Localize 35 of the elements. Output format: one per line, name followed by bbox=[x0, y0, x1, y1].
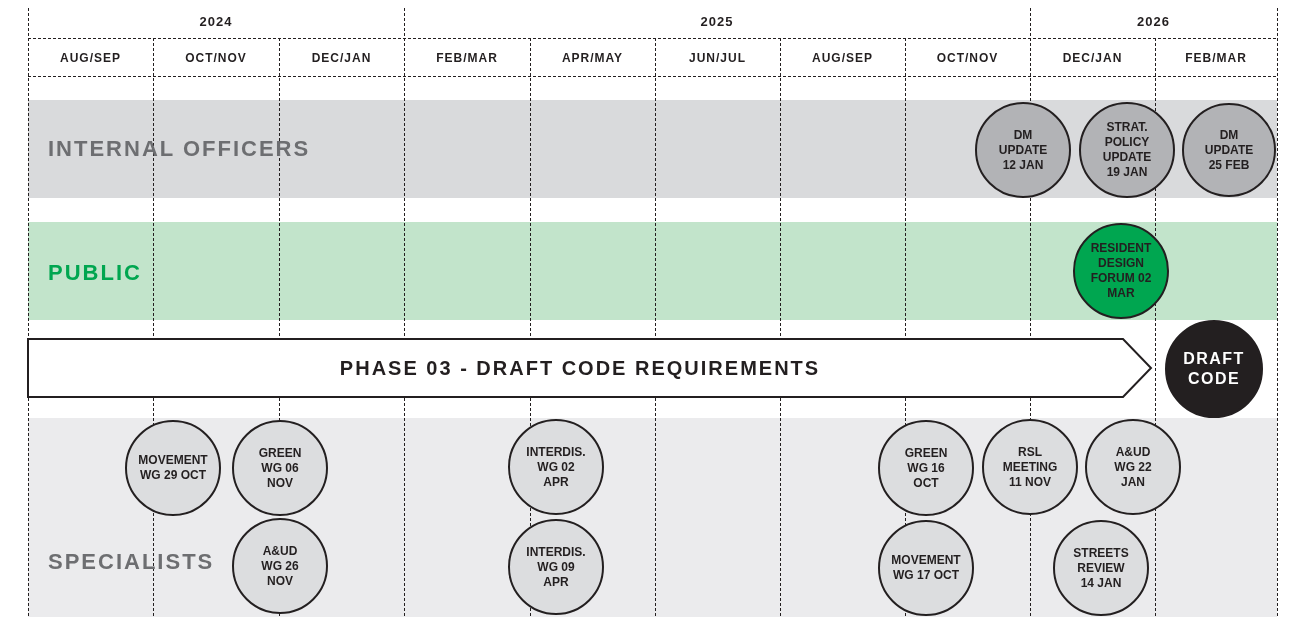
milestone-circle: DM UPDATE 25 FEB bbox=[1182, 103, 1276, 197]
milestone-circle: RSL MEETING 11 NOV bbox=[982, 419, 1078, 515]
lane-title: PUBLIC bbox=[48, 260, 142, 286]
period-label: OCT/NOV bbox=[935, 51, 1000, 65]
swimlane-band bbox=[28, 222, 1277, 320]
milestone-circle: MOVEMENT WG 29 OCT bbox=[125, 420, 221, 516]
milestone-circle: A&UD WG 22 JAN bbox=[1085, 419, 1181, 515]
period-label: DEC/JAN bbox=[310, 51, 373, 65]
period-label: APR/MAY bbox=[560, 51, 625, 65]
swimlane-band bbox=[28, 418, 1277, 617]
period-label: OCT/NOV bbox=[184, 51, 248, 65]
period-label: AUG/SEP bbox=[811, 51, 874, 65]
milestone-circle: DM UPDATE 12 JAN bbox=[975, 102, 1071, 198]
period-label: FEB/MAR bbox=[1184, 51, 1248, 65]
period-label: FEB/MAR bbox=[435, 51, 499, 65]
milestone-circle: INTERDIS. WG 02 APR bbox=[508, 419, 604, 515]
milestone-circle: STREETS REVIEW 14 JAN bbox=[1053, 520, 1149, 616]
year-label: 2024 bbox=[198, 14, 234, 29]
milestone-circle: MOVEMENT WG 17 OCT bbox=[878, 520, 974, 616]
period-label: DEC/JAN bbox=[1061, 51, 1124, 65]
lane-title: INTERNAL OFFICERS bbox=[48, 136, 311, 162]
milestone-circle: GREEN WG 06 NOV bbox=[232, 420, 328, 516]
period-label: AUG/SEP bbox=[59, 51, 122, 65]
year-label: 2025 bbox=[699, 14, 735, 29]
phase-title: PHASE 03 - DRAFT CODE REQUIREMENTS bbox=[338, 357, 822, 380]
lane-title: SPECIALISTS bbox=[48, 549, 215, 575]
milestone-circle: STRAT. POLICY UPDATE 19 JAN bbox=[1079, 102, 1175, 198]
milestone-circle: INTERDIS. WG 09 APR bbox=[508, 519, 604, 615]
milestone-circle: RESIDENT DESIGN FORUM 02 MAR bbox=[1073, 223, 1169, 319]
milestone-circle: A&UD WG 26 NOV bbox=[232, 518, 328, 614]
swimlane-band bbox=[28, 100, 1277, 198]
period-label: JUN/JUL bbox=[688, 51, 747, 65]
year-label: 2026 bbox=[1136, 14, 1171, 29]
milestone-circle: DRAFT CODE bbox=[1165, 320, 1263, 418]
milestone-circle: GREEN WG 16 OCT bbox=[878, 420, 974, 516]
